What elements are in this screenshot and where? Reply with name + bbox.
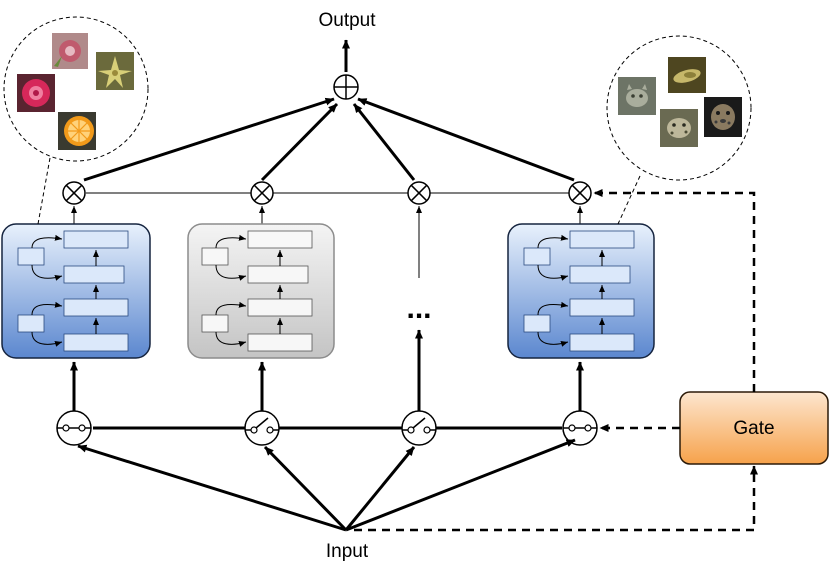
output-label: Output [318, 10, 376, 31]
switch-closed-1 [56, 410, 92, 446]
gate-box: Gate [679, 391, 829, 465]
flower-image-3 [17, 74, 55, 112]
multiplier-node-1 [62, 181, 86, 205]
more-experts-ellipsis: ... [406, 292, 431, 325]
expert-network-2 [187, 223, 335, 359]
mult1-to-sum-arrow [83, 97, 335, 182]
input-to-switch1-arrow [77, 444, 347, 532]
input-to-switch3-arrow [344, 446, 416, 531]
switch-open-3 [401, 410, 437, 446]
animal-image-4 [704, 97, 742, 137]
orange-fruit-image [58, 112, 96, 150]
input-to-switch2-arrow [263, 445, 348, 532]
input-to-switch4-arrow [345, 438, 576, 532]
multiplier-node-4 [568, 181, 592, 205]
multiplier-node-2 [250, 181, 274, 205]
flower-image-2 [96, 52, 134, 90]
expert-network-1 [1, 223, 151, 359]
right-sample-images-bubble [606, 35, 752, 225]
sum-node [333, 74, 359, 100]
gate-label: Gate [733, 418, 774, 439]
animal-image-3 [660, 109, 698, 147]
expert-network-4 [507, 223, 655, 359]
switch-open-2 [244, 410, 280, 446]
flower-image-1 [52, 33, 88, 69]
left-sample-images-bubble [3, 16, 149, 225]
animal-image-2 [668, 57, 706, 93]
gate-to-multiplier-dashed-arrow [593, 189, 756, 392]
animal-image-1 [618, 77, 656, 115]
mult4-to-sum-arrow [357, 97, 575, 182]
input-to-gate-dashed-arrow [354, 465, 758, 532]
mult3-to-sum-arrow [352, 103, 416, 181]
input-label: Input [326, 541, 369, 562]
multiplier-node-3 [407, 181, 431, 205]
switch-closed-4 [562, 410, 598, 446]
mult2-to-sum-arrow [260, 102, 339, 182]
